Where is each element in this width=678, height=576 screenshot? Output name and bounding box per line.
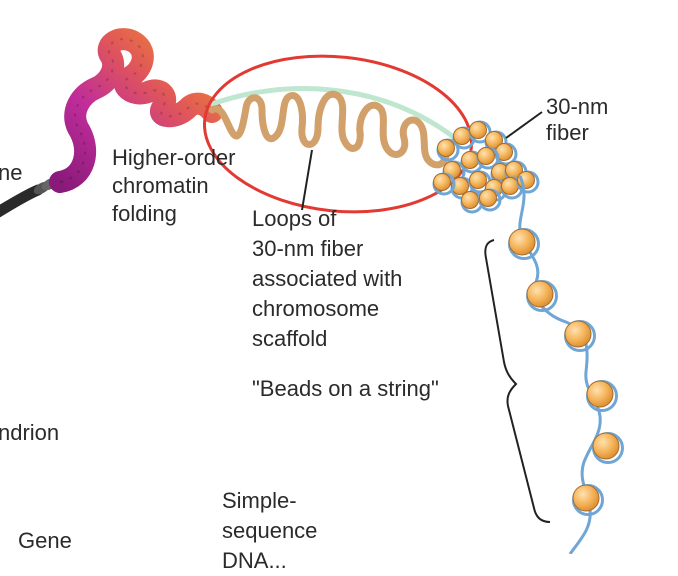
label-loops-line1: Loops of — [252, 206, 337, 231]
label-loops: Loops of 30-nm fiber associated with chr… — [252, 204, 402, 354]
label-30nm-line2: fiber — [546, 120, 589, 145]
label-higher-order-line1: Higher-order — [112, 145, 236, 170]
nucleosome-bead — [592, 432, 624, 464]
label-higher-order-line2: chromatin — [112, 173, 209, 198]
label-higher-order-chromatin: Higher-order chromatin folding — [112, 144, 236, 228]
beads-brace — [484, 239, 551, 523]
label-30nm-line1: 30-nm — [546, 94, 609, 119]
nucleosome-bead — [564, 320, 596, 352]
label-simple-line2: sequence — [222, 518, 318, 543]
cluster-nucleosome — [468, 120, 492, 144]
cluster-nucleosome — [432, 172, 456, 196]
label-loops-line2: 30-nm fiber — [252, 236, 364, 261]
chromosome-scaffold — [209, 86, 463, 145]
label-simple-line1: Simple- — [222, 488, 297, 513]
nucleosome-bead — [508, 228, 540, 260]
label-cut-left-mid: ndrion — [0, 420, 60, 445]
leader-loops — [301, 149, 313, 211]
highlight-circle — [202, 54, 474, 214]
label-cut-left-bottom: Gene — [18, 528, 72, 553]
cluster-nucleosome — [436, 138, 460, 162]
nucleosome-beads — [508, 228, 624, 516]
label-simple-sequence: Simple- sequence DNA... — [222, 486, 317, 576]
higher-order-coil — [49, 28, 223, 193]
cluster-nucleosome — [478, 188, 502, 212]
label-beads-on-a-string: "Beads on a string" — [252, 376, 439, 401]
label-30nm-fiber: 30-nm fiber — [546, 94, 608, 146]
chromatin-diagram — [0, 28, 624, 554]
nucleosome-bead — [526, 280, 558, 312]
label-simple-line3: DNA... — [222, 548, 287, 573]
label-cut-left-top: ne — [0, 160, 23, 185]
label-loops-line4: chromosome — [252, 296, 380, 321]
label-loops-line5: scaffold — [252, 326, 328, 351]
nucleosome-bead — [572, 484, 604, 516]
label-loops-line3: associated with — [252, 266, 403, 291]
label-higher-order-line3: folding — [112, 201, 177, 226]
cluster-nucleosome — [476, 146, 500, 170]
fiber-loops — [208, 90, 450, 169]
nucleosome-bead — [586, 380, 618, 412]
dark-fiber-stub — [0, 184, 44, 218]
fiber-30nm-cluster — [432, 120, 540, 214]
leader-30nm — [505, 111, 543, 139]
